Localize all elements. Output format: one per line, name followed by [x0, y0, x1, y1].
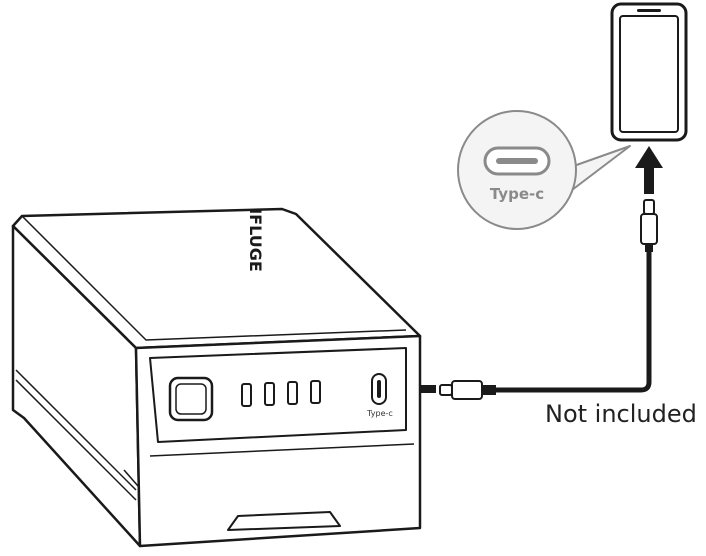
power-button	[168, 376, 214, 422]
cable-connector-body-top	[640, 213, 658, 245]
battery-indicators	[241, 380, 321, 407]
smartphone	[610, 2, 688, 142]
power-station	[11, 207, 422, 548]
battery-indicator-4	[310, 380, 321, 404]
cable-plug-left	[439, 384, 453, 396]
battery-indicator-1	[241, 383, 252, 407]
cable-connector-body-left	[451, 380, 483, 400]
usb-c-cable	[439, 199, 658, 400]
phone-speaker-slot	[637, 9, 661, 12]
cable-plug-top	[643, 199, 655, 215]
battery-indicator-3	[287, 381, 298, 405]
device-usb-c-port	[371, 373, 387, 405]
arrow-up-to-phone	[635, 146, 663, 194]
device-port-label: Type-c	[366, 409, 393, 418]
port-callout: Type-c	[457, 110, 631, 230]
bottom-handle-slot	[227, 511, 341, 531]
brand-logo-text: IFLUGE	[246, 208, 265, 272]
front-control-panel	[149, 347, 407, 443]
cable-not-included-caption: Not included	[545, 400, 697, 428]
callout-port-label: Type-c	[490, 185, 544, 203]
battery-indicator-2	[264, 382, 275, 406]
